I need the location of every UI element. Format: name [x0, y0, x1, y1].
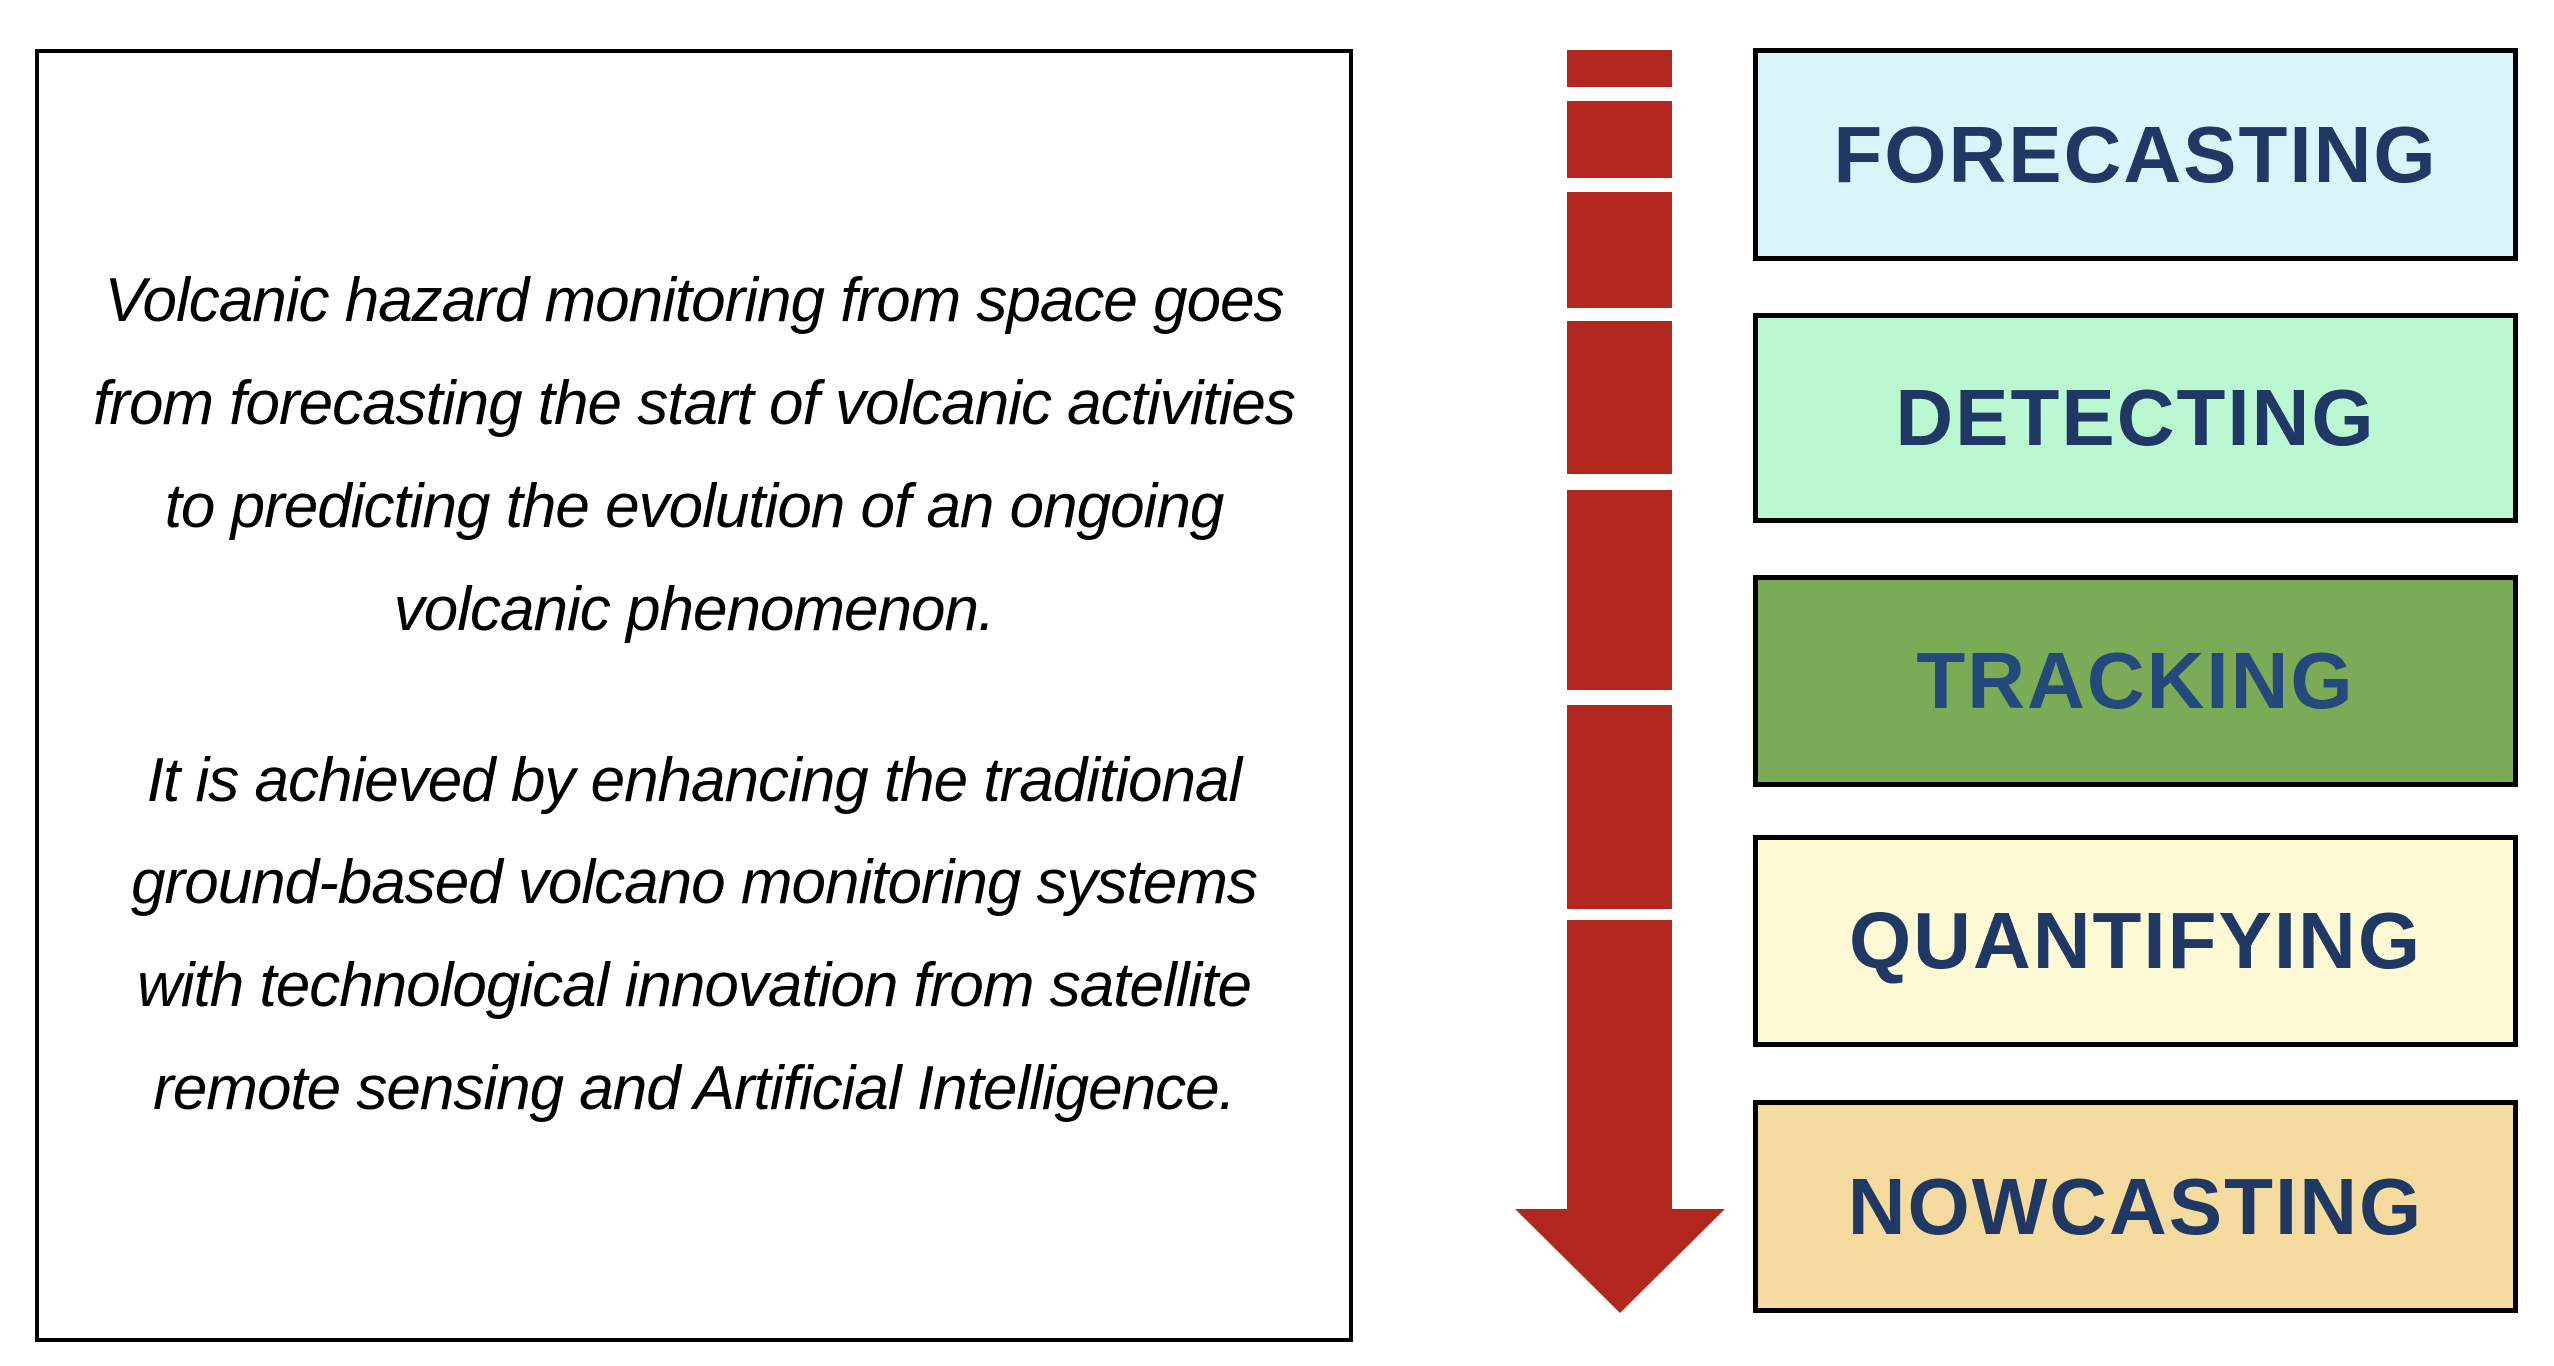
stage-label-tracking: TRACKING [1916, 636, 2355, 725]
stage-box-quantifying: QUANTIFYING [1753, 835, 2518, 1047]
stage-box-detecting: DETECTING [1753, 313, 2518, 523]
description-paragraph-2: It is achieved by enhancing the traditio… [131, 745, 1258, 1124]
arrow-segment-1 [1567, 50, 1672, 87]
arrow-segment-5 [1567, 490, 1672, 690]
arrow-segment-4 [1567, 321, 1672, 474]
arrow-head-down-icon [1515, 1209, 1725, 1313]
stage-label-forecasting: FORECASTING [1833, 109, 2438, 199]
stage-box-tracking: TRACKING [1753, 575, 2518, 787]
stage-label-nowcasting: NOWCASTING [1847, 1161, 2424, 1251]
arrow-segment-3 [1567, 192, 1672, 308]
stage-label-quantifying: QUANTIFYING [1848, 896, 2423, 985]
arrow-segment-6 [1567, 705, 1672, 909]
description-paragraph-1: Volcanic hazard monitoring from space go… [93, 265, 1296, 644]
arrow-segment-2 [1567, 101, 1672, 178]
description-panel: Volcanic hazard monitoring from space go… [35, 49, 1353, 1342]
stage-label-detecting: DETECTING [1895, 373, 2376, 462]
stage-box-forecasting: FORECASTING [1753, 48, 2518, 261]
stage-box-nowcasting: NOWCASTING [1753, 1100, 2518, 1313]
arrow-segment-7 [1567, 920, 1672, 1209]
